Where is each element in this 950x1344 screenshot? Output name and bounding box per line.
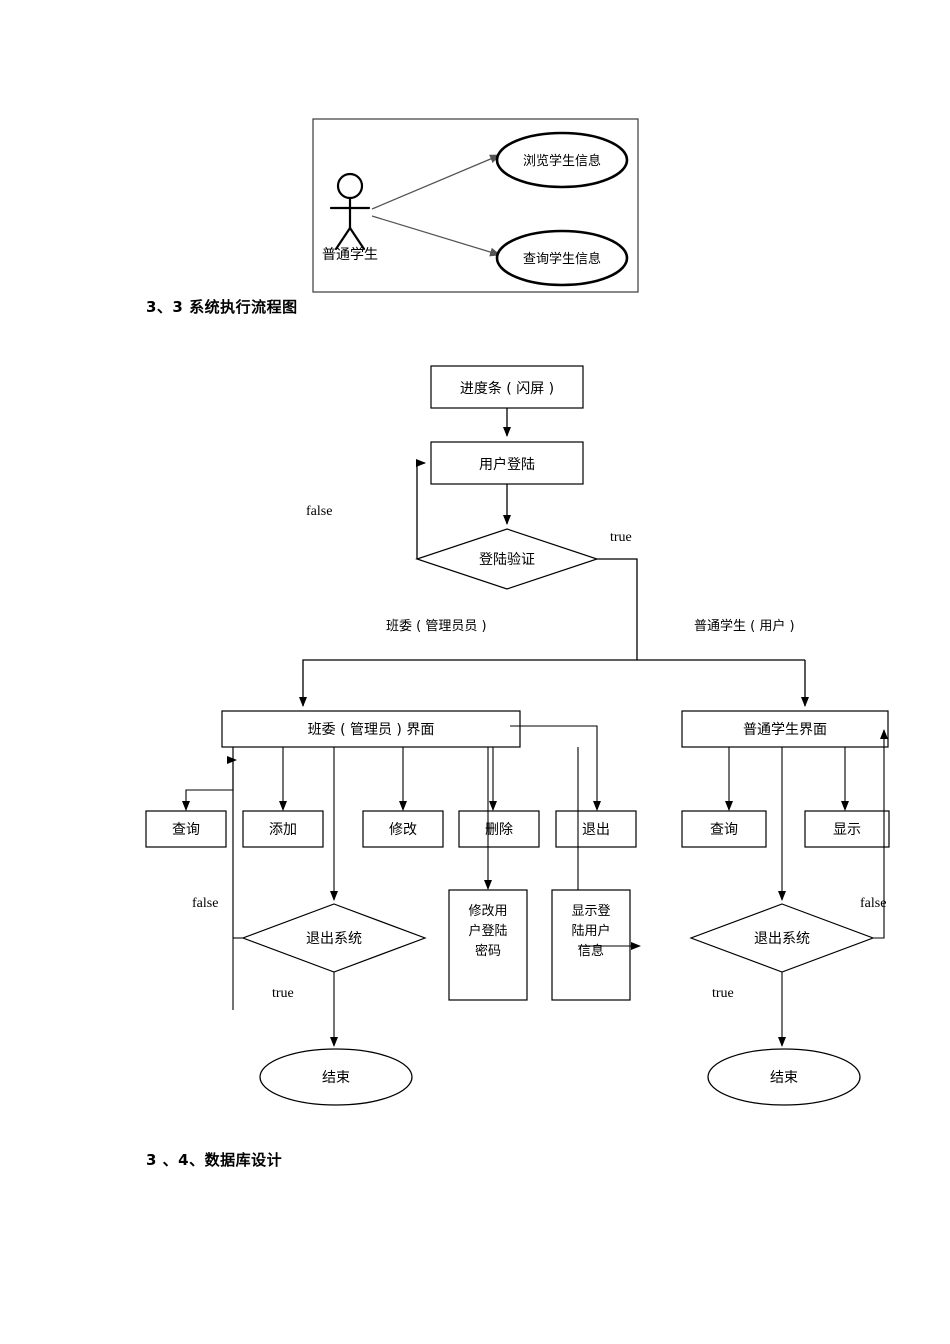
edge-label-branch-student: 普通学生 ( 用户 ) (694, 618, 795, 634)
node-student-query (681, 810, 767, 848)
edge-admin-to-exit (510, 725, 601, 811)
node-admin-ui (221, 710, 521, 748)
node-student-ui-label: 普通学生界面 (743, 722, 827, 738)
node-student-exit-check-label: 退出系统 (754, 931, 810, 947)
edge-label-admin-exit-false: false (192, 896, 218, 911)
node-admin-ui-label: 班委 ( 管理员 ) 界面 (308, 722, 435, 738)
usecase-association-browse (371, 154, 501, 210)
usecase-ellipse-browse (495, 131, 629, 189)
edge-label-student-exit-false: false (860, 896, 886, 911)
edge-label-student-exit-true: true (712, 986, 734, 1001)
edge-label-login-false: false (306, 504, 332, 519)
edge-student-exit-false (873, 729, 888, 939)
edge-login-check-false (416, 459, 426, 559)
node-admin-add-label: 添加 (269, 822, 297, 838)
usecase-diagram: 普通学生 浏览学生信息 查询学生信息 (312, 118, 639, 293)
node-student-ui (681, 710, 889, 748)
edge-admin-exit-false (227, 756, 237, 938)
usecase-association-query (371, 215, 501, 257)
usecase-ellipse-query (495, 229, 629, 287)
edge-label-admin-exit-true: true (272, 986, 294, 1001)
node-change-password (448, 889, 528, 1001)
section-heading-flowchart: 3、3 系统执行流程图 (146, 298, 298, 316)
node-student-query-label: 查询 (710, 822, 738, 838)
usecase-label-query: 查询学生信息 (523, 251, 601, 267)
node-change-password-line2: 户登陆 (468, 923, 507, 939)
usecase-label-browse: 浏览学生信息 (523, 153, 601, 169)
node-admin-query (145, 810, 227, 848)
node-admin-modify-label: 修改 (389, 822, 417, 838)
node-admin-exit-label: 退出 (582, 822, 610, 838)
node-change-password-line3: 密码 (475, 943, 501, 959)
actor-stick-figure (329, 172, 371, 251)
node-student-show-label: 显示 (833, 822, 861, 838)
node-admin-add (242, 810, 324, 848)
node-admin-exit-check-label: 退出系统 (306, 931, 362, 947)
node-login-label: 用户登陆 (479, 456, 535, 473)
node-splash (430, 365, 584, 409)
edge-label-branch-admin: 班委 ( 管理员员 ) (386, 619, 487, 634)
node-login-check (415, 528, 599, 590)
section-heading-database: 3 、4、数据库设计 (146, 1151, 283, 1169)
node-admin-query-label: 查询 (172, 822, 200, 838)
node-show-user-info-line3: 信息 (578, 943, 604, 959)
node-splash-label: 进度条 ( 闪屏 ) (460, 380, 554, 397)
node-admin-exit (555, 810, 637, 848)
edge-admin-to-query (182, 747, 234, 811)
node-show-user-info-line2: 陆用户 (571, 923, 610, 939)
node-show-user-info-line1: 显示登 (571, 904, 610, 919)
actor-label: 普通学生 (322, 247, 378, 263)
node-login-check-label: 登陆验证 (479, 552, 535, 568)
node-admin-modify (362, 810, 444, 848)
node-show-user-info (551, 889, 631, 1001)
node-admin-end (259, 1048, 413, 1106)
edge-label-login-true: true (610, 530, 632, 545)
node-student-end-label: 结束 (770, 1070, 798, 1086)
node-admin-delete-label: 删除 (485, 822, 513, 838)
node-student-end (707, 1048, 861, 1106)
node-student-show (804, 810, 890, 848)
system-flowchart: 进度条 ( 闪屏 ) 用户登陆 登陆验证 false true 班委 ( 管理员… (145, 365, 890, 1106)
node-admin-delete (458, 810, 540, 848)
node-admin-end-label: 结束 (322, 1070, 350, 1086)
node-change-password-line1: 修改用 (468, 904, 507, 919)
